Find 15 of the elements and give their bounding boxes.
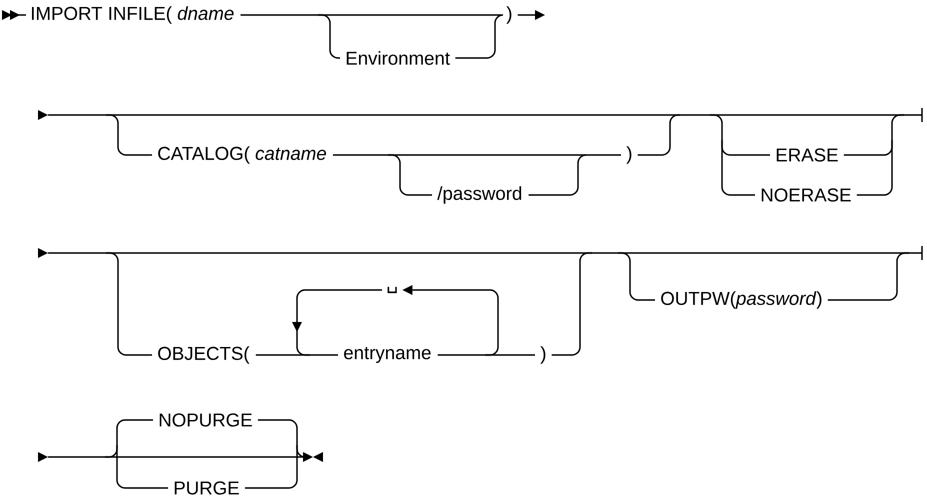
parenthesis-text: ) — [506, 6, 512, 24]
keyword-text: Environment — [346, 51, 450, 65]
keyword-text: entryname — [344, 347, 431, 363]
keyword-text: NOERASE — [762, 188, 851, 202]
keyword-text: PURGE — [174, 481, 239, 495]
parenthesis-text: ) — [626, 146, 632, 164]
keyword-text: ERASE — [776, 148, 838, 162]
keyword-text: OBJECTS( — [158, 346, 250, 364]
keyword-text: NOPURGE — [160, 413, 252, 427]
parenthesis-text: ) — [540, 346, 546, 364]
separator-symbol: ␣ — [388, 286, 397, 294]
keyword-text: OUTPW(password) — [661, 291, 822, 309]
keyword-text: IMPORT INFILE( dname — [32, 6, 234, 24]
keyword-text: /password — [437, 186, 522, 204]
keyword-text: CATALOG( catname — [158, 146, 326, 164]
